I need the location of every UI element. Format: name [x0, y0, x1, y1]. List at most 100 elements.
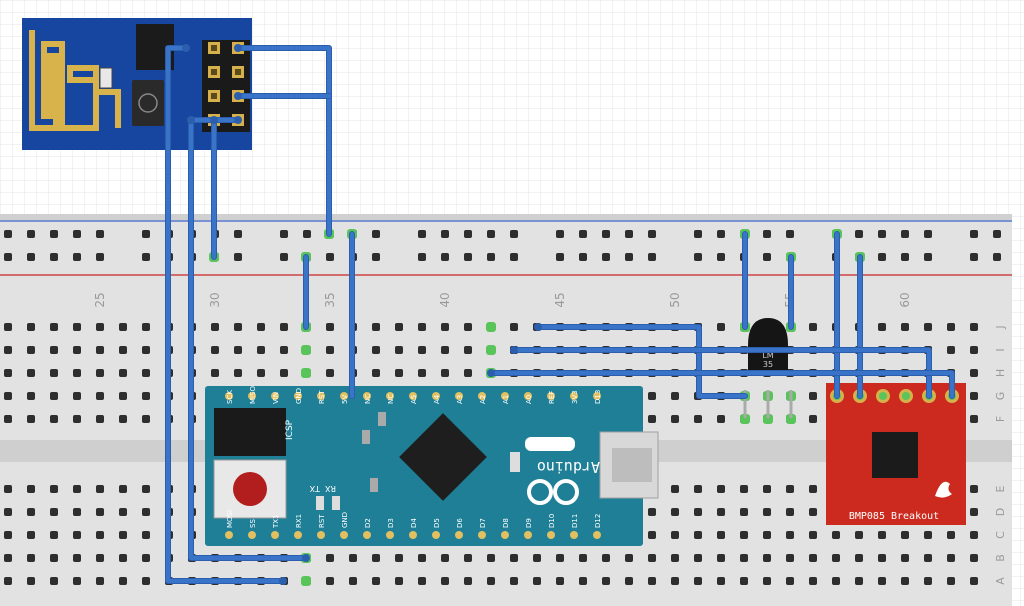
breadboard-hole[interactable] [326, 369, 334, 377]
rail-hole[interactable] [625, 230, 633, 238]
breadboard-hole[interactable] [142, 485, 150, 493]
breadboard-hole[interactable] [4, 392, 12, 400]
rail-hole[interactable] [441, 230, 449, 238]
breadboard-hole[interactable] [763, 577, 771, 585]
esp01-module[interactable] [22, 18, 252, 150]
breadboard-hole[interactable] [119, 392, 127, 400]
rail-hole[interactable] [924, 253, 932, 261]
breadboard-hole[interactable] [280, 323, 288, 331]
breadboard-hole[interactable] [234, 369, 242, 377]
breadboard-hole[interactable] [349, 577, 357, 585]
rail-hole[interactable] [234, 253, 242, 261]
breadboard-hole[interactable] [464, 346, 472, 354]
rail-hole[interactable] [510, 253, 518, 261]
breadboard-hole[interactable] [50, 485, 58, 493]
breadboard-hole[interactable] [119, 415, 127, 423]
breadboard-hole[interactable] [970, 415, 978, 423]
breadboard-hole[interactable] [4, 508, 12, 516]
breadboard-hole[interactable] [809, 531, 817, 539]
breadboard-hole[interactable] [27, 392, 35, 400]
breadboard-hole[interactable] [211, 369, 219, 377]
arduino-pin[interactable] [501, 392, 509, 400]
breadboard-hole[interactable] [418, 554, 426, 562]
breadboard-hole[interactable] [487, 577, 495, 585]
breadboard-hole[interactable] [119, 508, 127, 516]
breadboard-hole[interactable] [740, 508, 748, 516]
arduino-pin[interactable] [294, 531, 302, 539]
wire-end[interactable] [234, 92, 242, 100]
breadboard-hole[interactable] [27, 346, 35, 354]
breadboard-hole[interactable] [50, 369, 58, 377]
rail-hole[interactable] [96, 253, 104, 261]
breadboard-hole[interactable] [418, 346, 426, 354]
breadboard-hole[interactable] [924, 531, 932, 539]
breadboard-hole[interactable] [372, 369, 380, 377]
breadboard-hole[interactable] [418, 369, 426, 377]
breadboard-hole[interactable] [119, 554, 127, 562]
breadboard-hole[interactable] [119, 485, 127, 493]
breadboard-hole[interactable] [96, 392, 104, 400]
breadboard-hole[interactable] [740, 577, 748, 585]
rail-hole[interactable] [280, 230, 288, 238]
breadboard-hole[interactable] [73, 531, 81, 539]
breadboard-hole[interactable] [717, 531, 725, 539]
breadboard-hole[interactable] [441, 323, 449, 331]
breadboard-hole[interactable] [832, 554, 840, 562]
breadboard-hole[interactable] [326, 323, 334, 331]
breadboard-hole[interactable] [694, 531, 702, 539]
breadboard-hole[interactable] [96, 415, 104, 423]
breadboard-hole[interactable] [809, 415, 817, 423]
arduino-pin[interactable] [501, 531, 509, 539]
breadboard-hole[interactable] [694, 415, 702, 423]
breadboard-hole[interactable] [326, 346, 334, 354]
breadboard-hole[interactable] [464, 554, 472, 562]
wire[interactable] [236, 46, 331, 236]
breadboard-hole[interactable] [717, 508, 725, 516]
arduino-pin[interactable] [478, 531, 486, 539]
breadboard-hole[interactable] [418, 323, 426, 331]
rail-hole[interactable] [993, 230, 1001, 238]
breadboard-hole[interactable] [717, 415, 725, 423]
breadboard-hole[interactable] [4, 323, 12, 331]
breadboard-hole[interactable] [947, 577, 955, 585]
breadboard-hole[interactable] [648, 577, 656, 585]
breadboard-hole[interactable] [648, 415, 656, 423]
breadboard-hole[interactable] [4, 554, 12, 562]
breadboard-hole[interactable] [901, 531, 909, 539]
breadboard-hole[interactable] [878, 554, 886, 562]
arduino-pin[interactable] [455, 531, 463, 539]
breadboard-hole[interactable] [579, 577, 587, 585]
rail-hole[interactable] [510, 230, 518, 238]
breadboard-hole[interactable] [763, 508, 771, 516]
breadboard-hole[interactable] [648, 508, 656, 516]
breadboard-hole[interactable] [395, 554, 403, 562]
arduino-pin[interactable] [294, 392, 302, 400]
breadboard-hole[interactable] [96, 485, 104, 493]
rail-hole[interactable] [73, 230, 81, 238]
reset-button[interactable] [233, 472, 267, 506]
rail-hole[interactable] [855, 230, 863, 238]
breadboard-hole[interactable] [119, 369, 127, 377]
breadboard-hole[interactable] [441, 346, 449, 354]
breadboard-hole[interactable] [740, 485, 748, 493]
breadboard-hole[interactable] [96, 346, 104, 354]
rail-hole[interactable] [924, 230, 932, 238]
breadboard-hole[interactable] [280, 346, 288, 354]
breadboard-hole[interactable] [119, 577, 127, 585]
breadboard-hole[interactable] [372, 346, 380, 354]
breadboard-hole[interactable] [142, 346, 150, 354]
arduino-pin[interactable] [225, 392, 233, 400]
breadboard-hole[interactable] [50, 508, 58, 516]
breadboard-hole[interactable] [50, 554, 58, 562]
rail-hole[interactable] [372, 253, 380, 261]
breadboard-hole[interactable] [970, 369, 978, 377]
breadboard-hole[interactable] [970, 346, 978, 354]
wire-end[interactable] [234, 44, 242, 52]
breadboard-hole[interactable] [809, 554, 817, 562]
breadboard-hole[interactable] [924, 577, 932, 585]
breadboard-hole[interactable] [740, 531, 748, 539]
breadboard-hole[interactable] [671, 577, 679, 585]
wire[interactable] [489, 371, 954, 398]
breadboard-hole[interactable] [878, 323, 886, 331]
breadboard-hole[interactable] [970, 508, 978, 516]
